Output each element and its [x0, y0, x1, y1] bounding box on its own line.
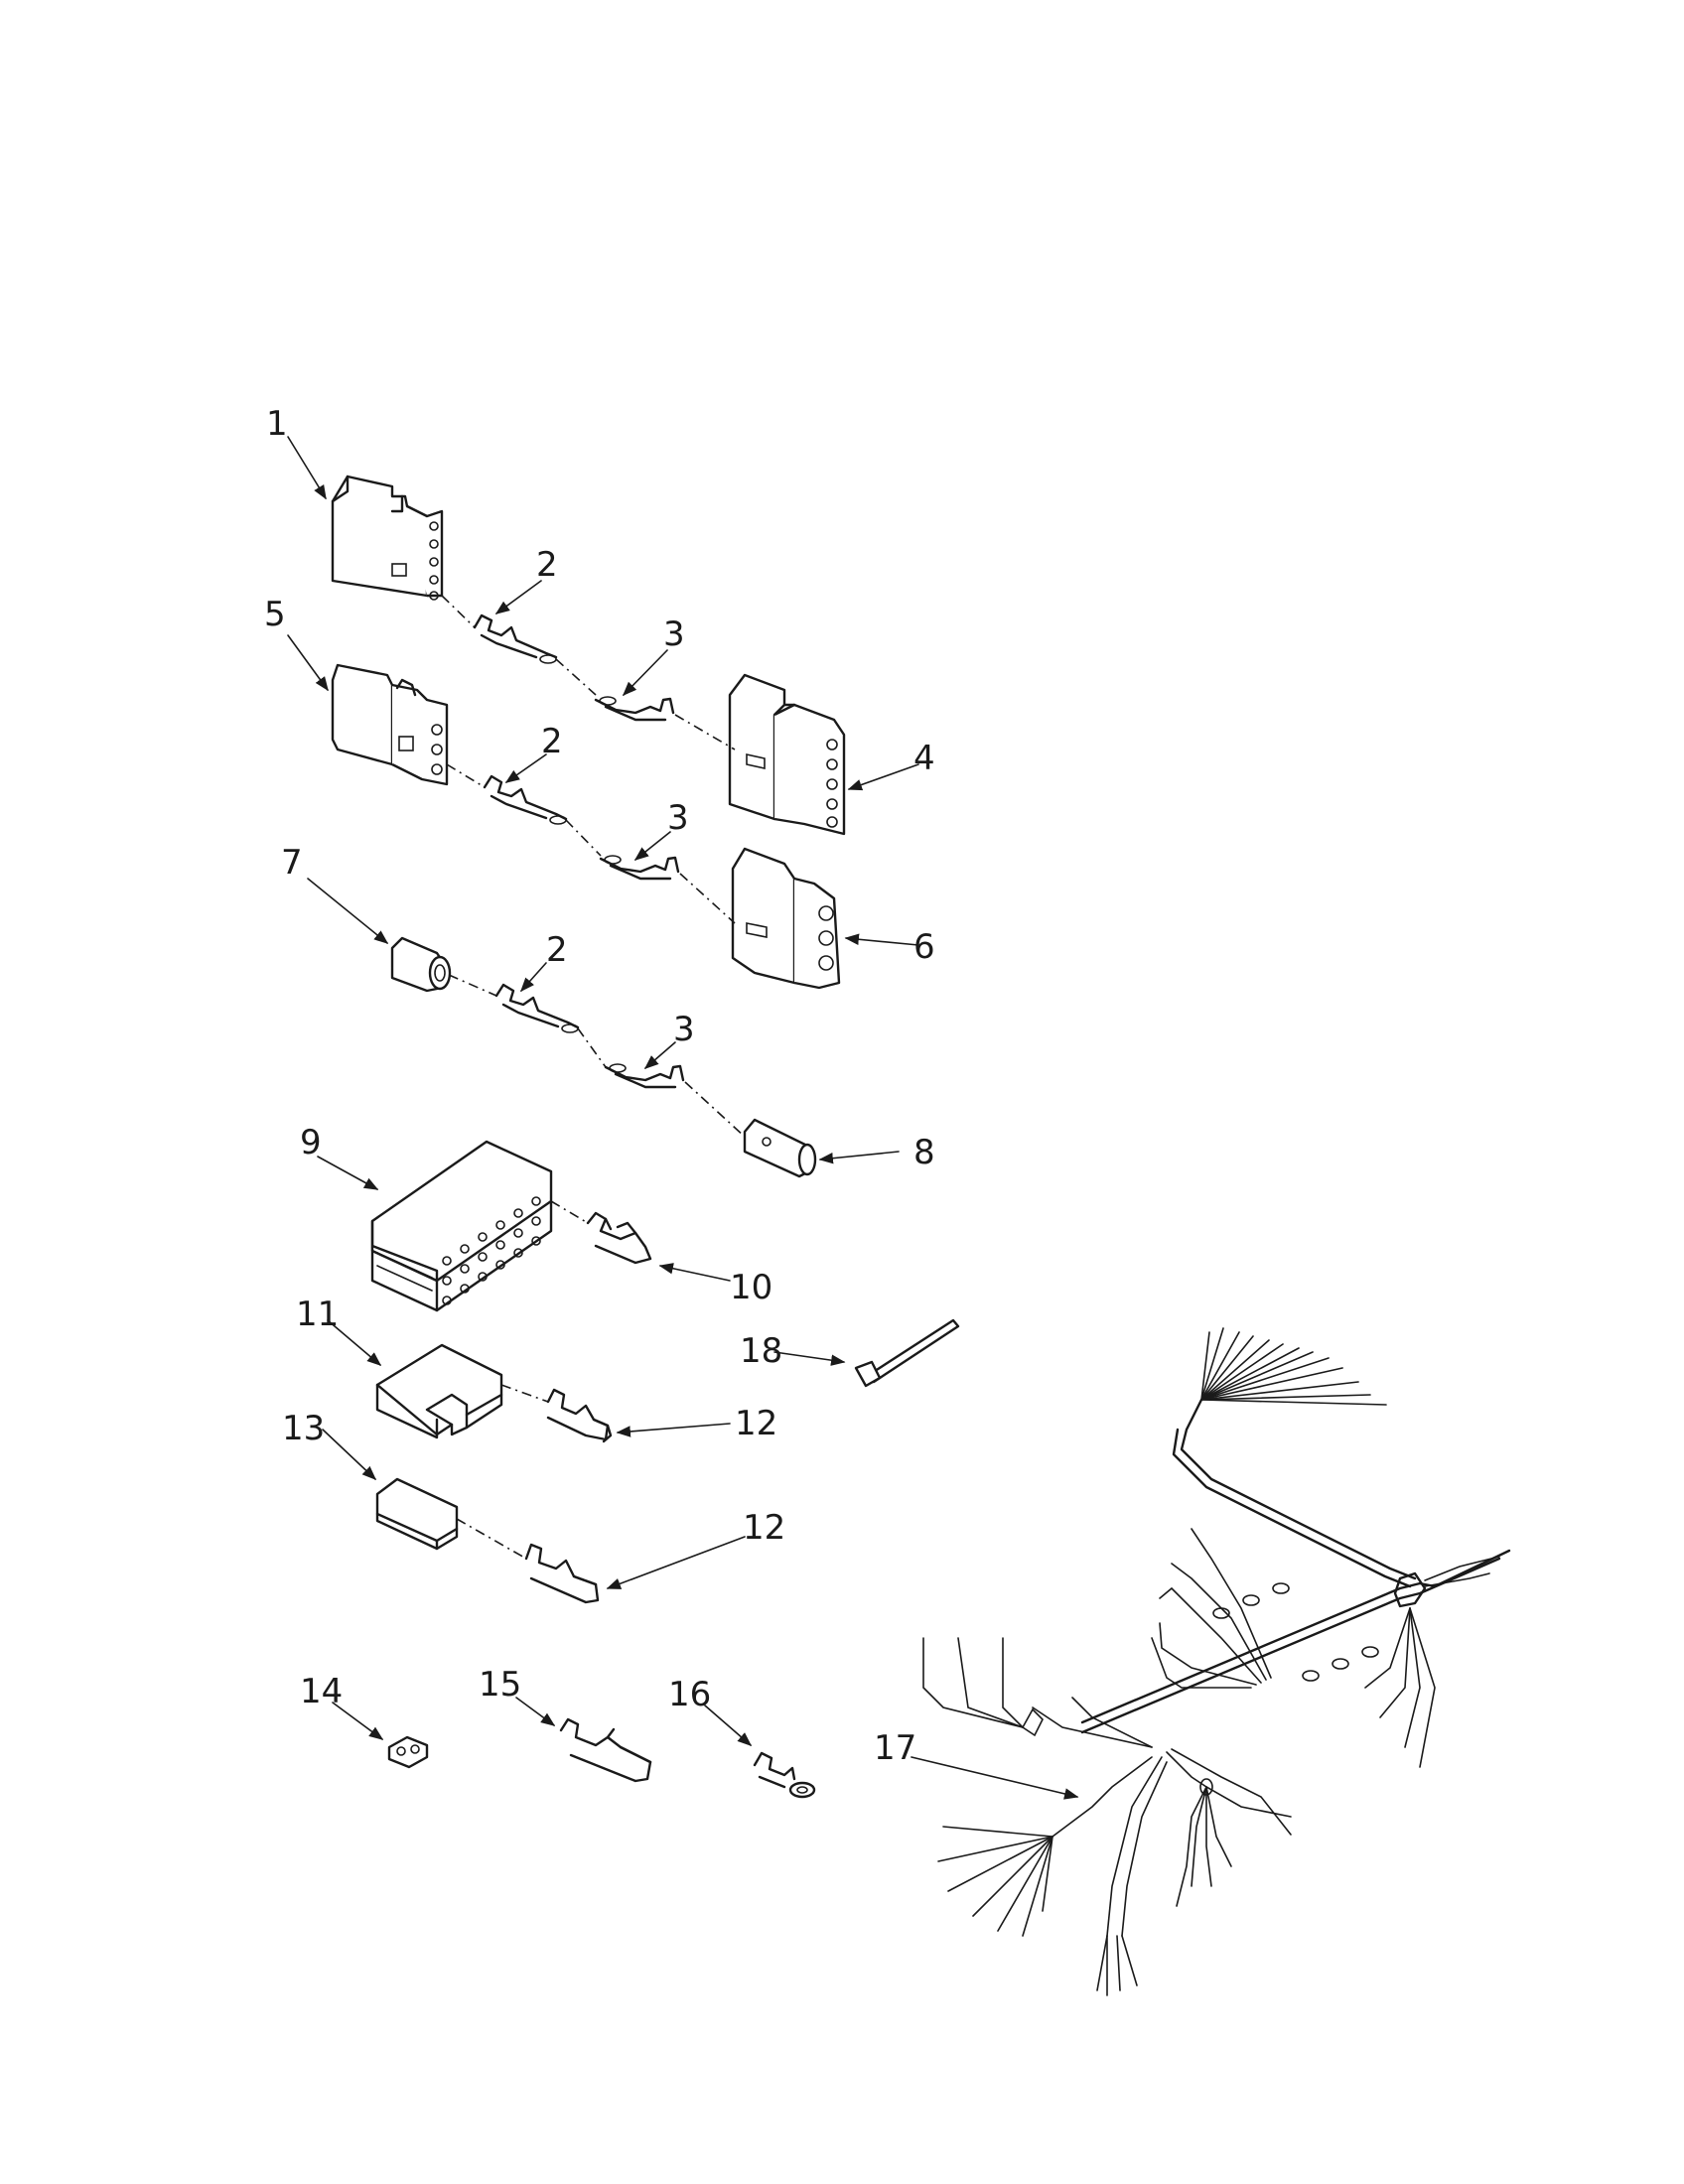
callout-5: 5: [264, 595, 286, 634]
callout-2c: 2: [546, 930, 568, 970]
terminal-12b: [524, 1543, 600, 1604]
part-13-small-housing: [375, 1477, 459, 1551]
part-4-receptacle-housing: [728, 673, 846, 836]
terminal-2b: [483, 774, 568, 825]
callout-10: 10: [730, 1268, 772, 1307]
callout-11: 11: [296, 1295, 339, 1334]
part-17-wire-harness: [922, 1327, 1511, 1996]
part-14-clip: [387, 1735, 429, 1769]
terminal-10: [586, 1211, 652, 1265]
part-11-u-housing: [375, 1343, 503, 1439]
callout-17: 17: [874, 1728, 916, 1768]
callout-1: 1: [266, 404, 288, 444]
part-15-terminal: [559, 1717, 652, 1783]
terminal-3c: [604, 1063, 685, 1089]
callout-6: 6: [913, 927, 935, 967]
part-5-plug-housing: [331, 663, 449, 786]
terminal-3b: [599, 855, 680, 881]
callout-12b: 12: [743, 1508, 785, 1548]
callout-2a: 2: [536, 545, 558, 585]
callout-3c: 3: [673, 1010, 695, 1049]
part-6-receptacle-housing: [731, 847, 841, 990]
terminal-2a: [473, 614, 558, 664]
terminal-2c: [494, 983, 580, 1033]
callout-18: 18: [740, 1331, 782, 1371]
callout-16: 16: [668, 1675, 711, 1714]
terminal-12a: [546, 1388, 613, 1443]
callout-2b: 2: [541, 722, 563, 761]
callout-14: 14: [300, 1672, 343, 1711]
part-8-single-receptacle: [743, 1118, 817, 1178]
part-9-multi-block: [370, 1140, 553, 1312]
callout-4: 4: [913, 739, 935, 778]
leader-arrows: [287, 436, 1079, 1800]
callout-3b: 3: [667, 798, 689, 838]
part-16-ring-terminal: [753, 1751, 816, 1799]
callout-12a: 12: [735, 1404, 777, 1443]
callout-8: 8: [913, 1133, 935, 1172]
part-7-single-connector: [390, 936, 452, 993]
callout-13: 13: [282, 1409, 325, 1448]
callout-3a: 3: [663, 614, 685, 654]
callout-15: 15: [479, 1665, 521, 1705]
part-1-connector-housing: [331, 475, 444, 601]
part-18-cable-tie: [854, 1318, 960, 1388]
assembly-lines: [441, 595, 746, 1560]
callout-labels: 1 2 3 4 5 2 3 6 7 2 3 8 9 10 11 12 13 12…: [264, 404, 935, 1768]
terminal-3a: [594, 696, 675, 722]
callout-9: 9: [300, 1123, 322, 1162]
callout-7: 7: [281, 843, 303, 883]
